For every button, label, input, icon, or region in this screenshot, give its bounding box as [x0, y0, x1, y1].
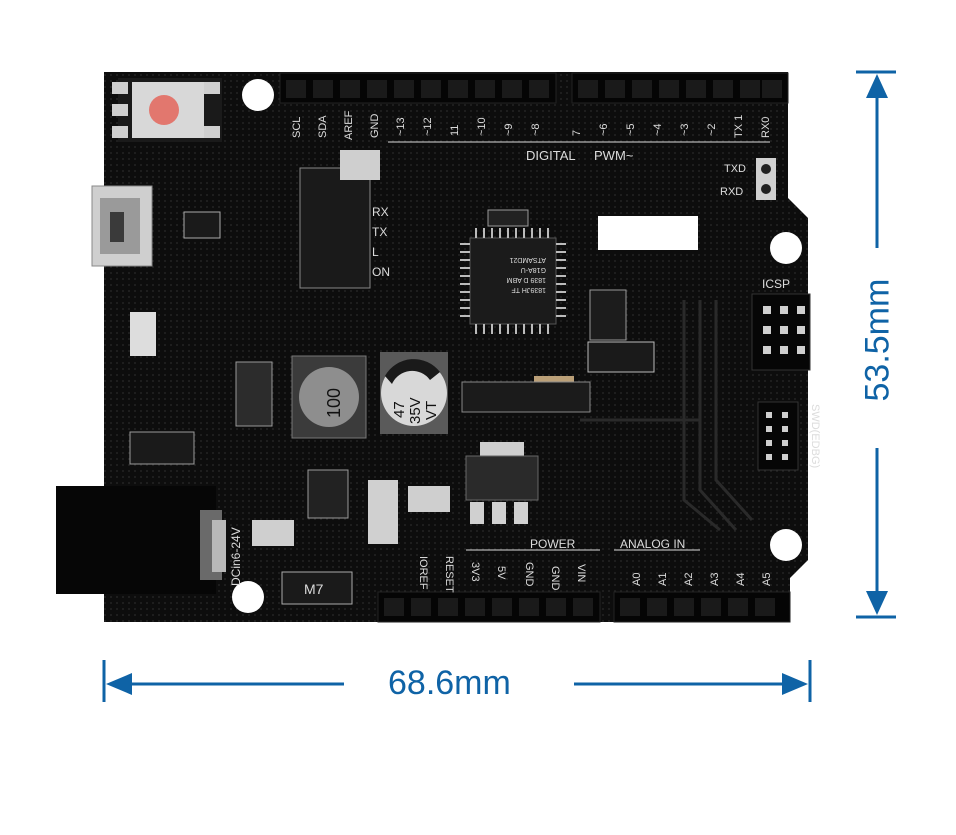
digital-pin-3: ~3	[679, 123, 691, 136]
mounting-hole	[770, 529, 802, 561]
digital-pin-12: ~12	[422, 117, 434, 136]
digital-pin-10: ~10	[476, 117, 488, 136]
analog-pin-a5: A5	[761, 573, 773, 586]
width-dimension-label: 68.6mm	[388, 664, 511, 702]
capacitor-line-2: 35V	[407, 397, 424, 424]
digital-pin-2: ~2	[706, 123, 718, 136]
label-gnd-top: GND	[369, 114, 381, 139]
analog-header-label: ANALOG IN	[620, 537, 685, 551]
microcontroller-chip	[460, 228, 566, 334]
power-jack-label: DCin6-24V	[229, 527, 243, 586]
led-label-l: L	[372, 245, 379, 259]
digital-label: DIGITAL	[526, 148, 576, 163]
height-dimension-label: 53.5mm	[858, 278, 897, 402]
capacitor-line-1: 47	[391, 401, 408, 418]
chip-line-3: 1839 D ABM	[507, 276, 546, 283]
pwm-label: PWM~	[594, 148, 634, 163]
digital-pin-4: ~4	[652, 123, 664, 136]
power-pin-vin: VIN	[575, 564, 587, 582]
digital-pin-rx0: RX0	[760, 117, 772, 138]
power-pin-reset: RESET	[443, 556, 455, 593]
digital-pin-11: 11	[449, 125, 461, 136]
label-aref: AREF	[343, 110, 355, 140]
inductor	[291, 355, 367, 439]
analog-pin-a3: A3	[709, 573, 721, 586]
dc-power-jack	[56, 486, 226, 594]
smd-components	[129, 150, 655, 605]
serial-sticker	[598, 216, 698, 250]
mounting-hole	[232, 581, 264, 613]
analog-pin-a2: A2	[683, 573, 695, 586]
rxd-label: RXD	[720, 186, 743, 198]
height-dimension	[856, 70, 896, 619]
chip-line-4: 1839JH TF	[512, 286, 547, 293]
chip-line-1: ATSAMD21	[509, 256, 546, 263]
power-pin-gnd-1: GND	[523, 562, 535, 587]
swd-header	[757, 401, 799, 471]
txd-label: TXD	[724, 163, 746, 175]
power-pin-5v: 5V	[495, 566, 507, 580]
digital-pin-8: ~8	[530, 123, 542, 136]
label-sda: SDA	[317, 115, 329, 138]
mounting-hole	[770, 232, 802, 264]
digital-pin-7: 7	[571, 130, 583, 136]
digital-header	[279, 72, 789, 104]
led-label-tx: TX	[372, 225, 387, 239]
electrolytic-capacitor	[380, 352, 448, 434]
power-pin-ioref: IOREF	[417, 556, 429, 590]
digital-pin-6: ~6	[598, 123, 610, 136]
digital-pin-13: ~13	[395, 117, 407, 136]
serial-pads	[756, 158, 776, 200]
analog-pin-a0: A0	[631, 573, 643, 586]
bottom-header	[377, 591, 791, 623]
led-label-rx: RX	[372, 205, 389, 219]
swd-label: SWD(EDBG)	[809, 404, 821, 468]
micro-usb-port	[91, 185, 153, 267]
voltage-regulator	[465, 442, 539, 524]
icsp-header	[751, 293, 811, 371]
diode-label: M7	[304, 581, 324, 597]
width-dimension	[102, 660, 812, 702]
digital-pin-5: ~5	[625, 123, 637, 136]
power-header-label: POWER	[530, 537, 576, 551]
digital-pin-9: ~9	[503, 123, 515, 136]
reset-button	[112, 78, 222, 142]
mounting-hole	[242, 79, 274, 111]
led-label-on: ON	[372, 265, 390, 279]
digital-pin-tx1: TX 1	[733, 115, 745, 138]
analog-pin-a1: A1	[657, 573, 669, 586]
power-pin-3v3: 3V3	[469, 562, 481, 582]
inductor-label: 100	[324, 388, 344, 418]
icsp-label: ICSP	[762, 277, 790, 291]
analog-pin-a4: A4	[735, 573, 747, 586]
capacitor-line-3: VT	[423, 401, 440, 420]
chip-line-2: G18A-U	[521, 266, 546, 273]
power-pin-gnd-2: GND	[549, 566, 561, 591]
label-scl: SCL	[291, 117, 303, 138]
